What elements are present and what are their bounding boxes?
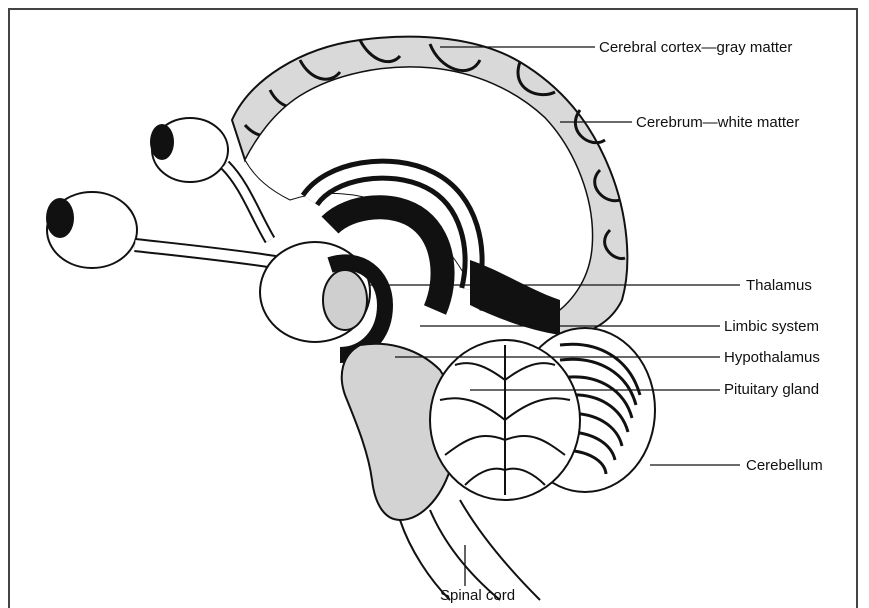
thalamus-shape (260, 242, 385, 355)
label-cerebral-cortex: Cerebral cortex—gray matter (599, 40, 792, 55)
label-cerebellum: Cerebellum (746, 458, 823, 473)
label-thalamus: Thalamus (746, 278, 812, 293)
cerebellum-shape (430, 328, 655, 500)
label-hypothalamus: Hypothalamus (724, 350, 820, 365)
label-limbic-system: Limbic system (724, 319, 819, 334)
label-spinal-cord: Spinal cord (440, 588, 515, 603)
label-pituitary-gland: Pituitary gland (724, 382, 819, 397)
spinal-cord-shape (400, 500, 540, 600)
label-cerebrum: Cerebrum—white matter (636, 115, 799, 130)
